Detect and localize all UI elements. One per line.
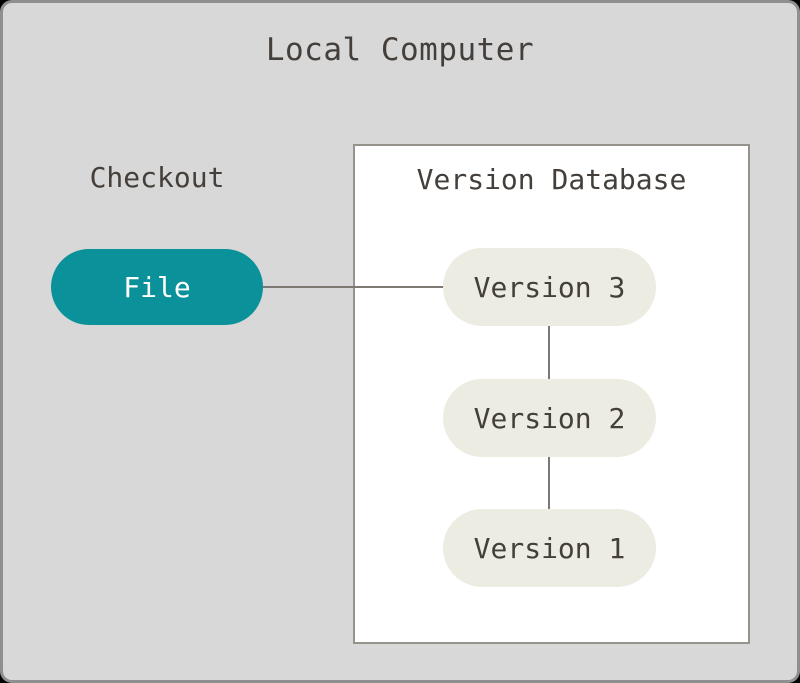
version-2-node: Version 2 bbox=[443, 379, 656, 457]
file-node: File bbox=[51, 249, 263, 325]
connector-version3-to-version2 bbox=[548, 325, 550, 381]
version-database-label: Version Database bbox=[416, 163, 687, 196]
version-3-node: Version 3 bbox=[443, 248, 656, 326]
connector-file-to-version3 bbox=[261, 286, 447, 288]
checkout-label: Checkout bbox=[89, 161, 225, 194]
diagram-title: Local Computer bbox=[265, 32, 535, 68]
version-1-node: Version 1 bbox=[443, 509, 656, 587]
connector-version2-to-version1 bbox=[548, 455, 550, 511]
